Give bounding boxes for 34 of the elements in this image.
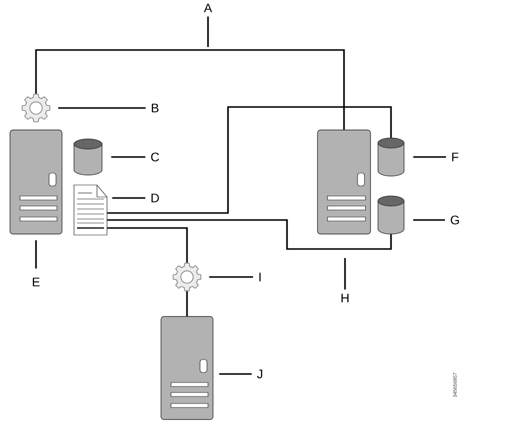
leader-line	[209, 276, 254, 278]
leader-line	[35, 240, 37, 269]
database-cylinder	[74, 138, 102, 176]
server-tower-drawing	[10, 130, 62, 234]
callout-letter: H	[342, 294, 348, 302]
leader-line	[413, 219, 445, 221]
document-icon	[74, 184, 108, 236]
callout-letter: C	[151, 152, 160, 162]
connector-line	[107, 227, 188, 263]
database-cylinder	[378, 138, 404, 176]
connector-line	[35, 49, 345, 130]
callout-letter: D	[152, 194, 159, 202]
leader-line	[344, 258, 346, 290]
leader-line	[413, 156, 446, 158]
connector-line	[107, 219, 392, 250]
leader-line	[207, 16, 209, 47]
leader-line	[219, 373, 252, 375]
server-tower-drawing	[317, 130, 371, 234]
connector-line	[186, 291, 188, 316]
callout-letter: F	[452, 152, 458, 162]
callout-letter: A	[204, 4, 212, 12]
leader-line	[112, 197, 146, 199]
callout-letter: B	[152, 104, 158, 112]
server-tower-drawing	[160, 316, 214, 420]
gear-icon	[172, 262, 202, 292]
leader-line	[111, 156, 146, 158]
callout-letter: E	[32, 278, 40, 286]
callout-letter: J	[257, 370, 262, 378]
database-cylinder	[378, 196, 404, 234]
callout-letter: G	[450, 216, 459, 224]
connector-line	[107, 106, 392, 214]
leader-line	[58, 107, 146, 109]
callout-letter: I	[259, 272, 261, 282]
gear-icon	[22, 94, 50, 122]
